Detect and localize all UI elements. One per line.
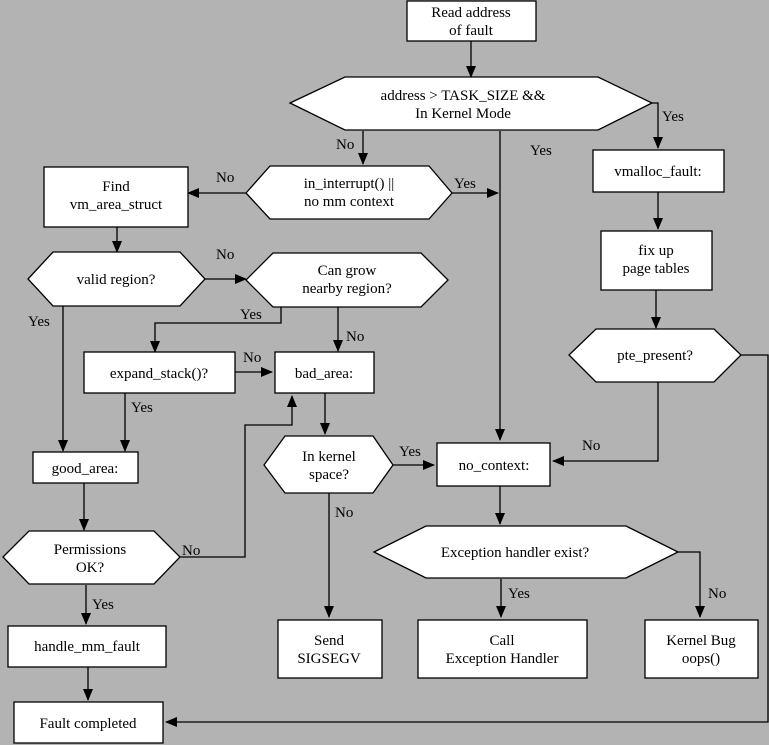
node-pte-present-line1: pte_present?: [617, 348, 693, 364]
node-bad-area: bad_area:: [274, 351, 375, 394]
node-valid-region-line1: valid region?: [77, 272, 156, 288]
node-can-grow-line2: nearby region?: [302, 281, 392, 297]
edge-grow-to-expand: [150, 307, 282, 353]
label-pte-no: No: [582, 438, 600, 454]
label-expand-yes: Yes: [131, 400, 153, 416]
node-in-interrupt-line2: no mm context: [304, 194, 395, 210]
node-send-sigsegv-line2: SIGSEGV: [297, 651, 361, 667]
node-read-address: Read address of fault: [406, 0, 537, 42]
edge-pte-to-completed: [165, 354, 769, 727]
node-fault-completed: Fault completed: [13, 701, 164, 744]
node-exception-exist-line1: Exception handler exist?: [441, 545, 590, 561]
node-fault-completed-line1: Fault completed: [39, 716, 137, 732]
label-perm-no: No: [182, 543, 200, 559]
label-expand-no: No: [243, 350, 261, 366]
node-in-kernel-space: In kernel space?: [263, 435, 394, 494]
node-kernel-bug-line1: Kernel Bug: [666, 633, 736, 649]
label-interrupt-no: No: [216, 170, 234, 186]
node-pte-present: pte_present?: [568, 328, 742, 383]
node-no-context-line1: no_context:: [459, 458, 530, 474]
label-interrupt-yes: Yes: [454, 176, 476, 192]
node-send-sigsegv-line1: Send: [314, 633, 345, 649]
node-exception-exist: Exception handler exist?: [372, 525, 680, 579]
edges: [58, 41, 769, 727]
node-permissions-ok-line1: Permissions: [54, 542, 127, 558]
node-fix-page-tables: fix up page tables: [600, 230, 713, 291]
node-find-vma: Find vm_area_struct: [43, 166, 189, 228]
node-find-vma-line1: Find: [102, 179, 130, 195]
label-kernel-no: No: [335, 505, 353, 521]
node-handle-mm-fault: handle_mm_fault: [7, 625, 167, 668]
node-can-grow: Can grow nearby region?: [245, 252, 449, 308]
node-bad-area-line1: bad_area:: [295, 366, 353, 382]
node-send-sigsegv: Send SIGSEGV: [277, 619, 383, 679]
label-address-no: No: [336, 137, 354, 153]
label-valid-yes: Yes: [28, 314, 50, 330]
node-in-kernel-space-line1: In kernel: [302, 449, 356, 465]
label-address-yes-down: Yes: [530, 143, 552, 159]
label-grow-yes: Yes: [240, 307, 262, 323]
node-address-check: address > TASK_SIZE && In Kernel Mode: [288, 76, 654, 131]
label-address-yes-right: Yes: [662, 109, 684, 125]
edge-exception-to-bug: [678, 551, 705, 618]
edge-pte-to-nocontext: [552, 382, 659, 466]
node-read-address-line2: of fault: [449, 23, 494, 39]
node-kernel-bug: Kernel Bug oops(): [644, 619, 759, 679]
node-permissions-ok: Permissions OK?: [2, 530, 181, 585]
node-good-area: good_area:: [32, 451, 139, 484]
node-call-handler-line2: Exception Handler: [446, 651, 559, 667]
node-kernel-bug-line2: oops(): [682, 651, 720, 667]
edge-labels: No Yes Yes No Yes No Yes Yes No No Yes Y…: [28, 109, 726, 613]
edge-check-to-vmalloc: [652, 102, 663, 149]
node-fix-page-tables-line1: fix up: [638, 243, 673, 259]
node-permissions-ok-line2: OK?: [76, 560, 105, 576]
label-valid-no: No: [216, 247, 234, 263]
node-call-handler-line1: Call: [490, 633, 515, 649]
node-handle-mm-fault-line1: handle_mm_fault: [34, 639, 141, 655]
node-expand-stack: expand_stack()?: [83, 351, 236, 394]
node-address-check-line1: address > TASK_SIZE &&: [381, 88, 546, 104]
node-no-context: no_context:: [436, 442, 551, 487]
node-in-interrupt-line1: in_interrupt() ||: [304, 176, 395, 192]
node-address-check-line2: In Kernel Mode: [415, 106, 511, 122]
node-in-interrupt: in_interrupt() || no mm context: [245, 165, 453, 220]
label-exception-yes: Yes: [508, 586, 530, 602]
label-exception-no: No: [708, 586, 726, 602]
node-valid-region: valid region?: [27, 251, 206, 307]
label-kernel-yes: Yes: [399, 444, 421, 460]
node-good-area-line1: good_area:: [52, 461, 119, 477]
node-read-address-line1: Read address: [431, 5, 511, 21]
label-grow-no: No: [346, 329, 364, 345]
node-find-vma-line2: vm_area_struct: [70, 197, 163, 213]
label-perm-yes: Yes: [92, 597, 114, 613]
node-can-grow-line1: Can grow: [318, 263, 377, 279]
node-vmalloc-fault: vmalloc_fault:: [592, 149, 725, 193]
node-expand-stack-line1: expand_stack()?: [110, 366, 209, 382]
node-fix-page-tables-line2: page tables: [622, 261, 689, 277]
edge-perm-to-bad: [180, 395, 297, 558]
node-call-handler: Call Exception Handler: [417, 619, 588, 679]
node-in-kernel-space-line2: space?: [309, 467, 349, 483]
node-vmalloc-fault-line1: vmalloc_fault:: [614, 164, 701, 180]
